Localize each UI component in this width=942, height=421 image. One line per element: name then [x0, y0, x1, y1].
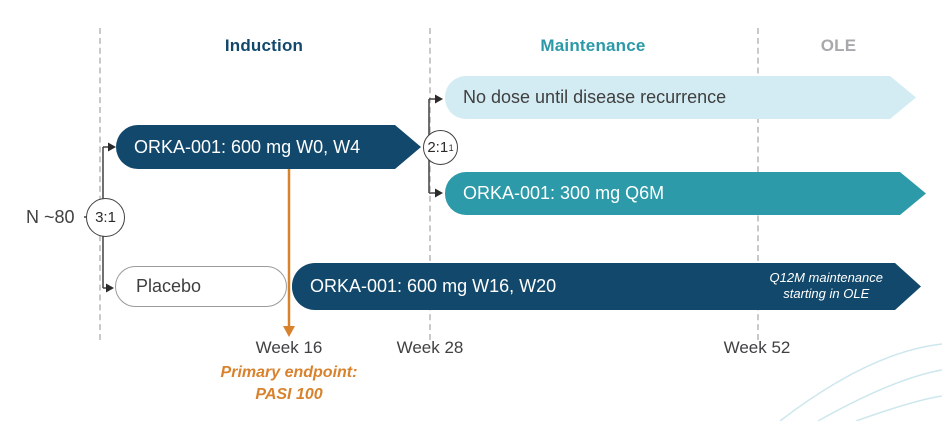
arrowhead-to-q6m	[435, 188, 443, 198]
primary-endpoint-arrowhead	[283, 326, 295, 337]
decorative-corner-arcs	[779, 343, 942, 421]
primary-endpoint-line1: Primary endpoint:	[220, 364, 358, 381]
randomization-ratio-badge: 3:1	[86, 198, 125, 237]
primary-endpoint-callout: Primary endpoint: PASI 100	[194, 362, 384, 405]
arrowhead-to-induction	[108, 142, 116, 152]
arm-bar-induction: ORKA-001: 600 mg W0, W4	[116, 125, 421, 169]
timeline-label-week16: Week 16	[255, 338, 323, 357]
arm-bar-placebo-crossover: ORKA-001: 600 mg W16, W20 Q12M maintenan…	[292, 263, 921, 310]
phase-divider-week28	[429, 28, 431, 340]
arm-label-placebo: Placebo	[136, 276, 202, 296]
phase-divider-week0	[99, 28, 101, 340]
phase-header-induction: Induction	[224, 36, 304, 55]
rerandomization-ratio-text: 2:1	[427, 139, 449, 156]
ole-maintenance-note: Q12M maintenance starting in OLE	[770, 270, 883, 304]
arrowhead-to-nodose	[435, 94, 443, 104]
ole-note-line1: Q12M maintenance	[769, 269, 883, 285]
randomization-ratio-text: 3:1	[95, 209, 116, 226]
phase-header-ole: OLE	[820, 36, 857, 55]
arm-label-q6m: ORKA-001: 300 mg Q6M	[463, 183, 665, 203]
phase-header-maintenance: Maintenance	[540, 36, 646, 55]
primary-endpoint-line2: PASI 100	[255, 385, 323, 403]
arm-label-no-dose: No dose until disease recurrence	[463, 87, 727, 107]
arrowhead-to-placebo	[106, 283, 114, 293]
arm-label-placebo-crossover: ORKA-001: 600 mg W16, W20	[310, 276, 557, 296]
arm-box-placebo: Placebo	[115, 266, 287, 307]
cohort-size-label: N ~80	[26, 207, 75, 227]
arm-bar-no-dose: No dose until disease recurrence	[445, 76, 916, 119]
arm-label-induction: ORKA-001: 600 mg W0, W4	[134, 136, 361, 157]
ole-note-line2: starting in OLE	[783, 286, 870, 302]
timeline-label-week52: Week 52	[723, 338, 791, 357]
timeline-label-week28: Week 28	[396, 338, 464, 357]
arm-bar-q6m: ORKA-001: 300 mg Q6M	[445, 172, 926, 215]
